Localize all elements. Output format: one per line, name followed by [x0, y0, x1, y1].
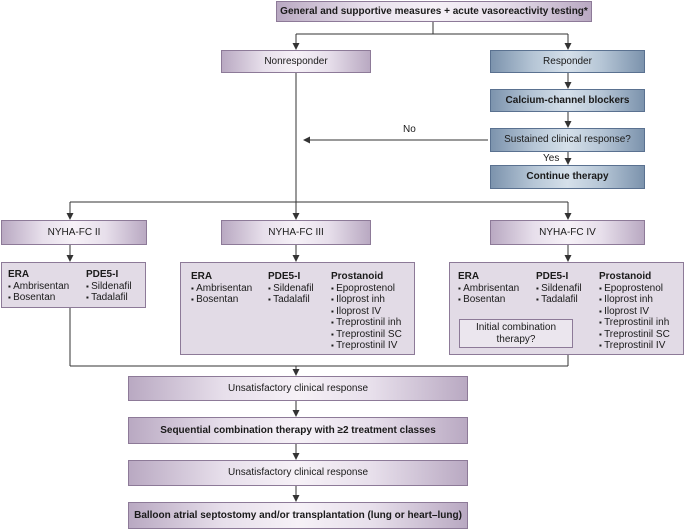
- panel-iii-pde5: PDE5-I Sildenafil Tadalafil: [268, 271, 314, 306]
- pde5-heading: PDE5-I: [536, 271, 569, 282]
- nyha-fc-iv-box: NYHA-FC IV: [490, 220, 645, 245]
- drug-item: Treprostinil inh: [331, 317, 402, 329]
- pde5-heading: PDE5-I: [86, 269, 119, 280]
- era-heading: ERA: [8, 269, 30, 280]
- drug-item: Tadalafil: [86, 292, 132, 304]
- drug-item: Iloprost inh: [331, 294, 402, 306]
- drug-item: Treprostinil IV: [331, 340, 402, 352]
- panel-ii-era: ERA Ambrisentan Bosentan: [8, 269, 69, 304]
- prostanoid-heading: Prostanoid: [599, 271, 652, 282]
- drug-item: Treprostinil IV: [599, 340, 670, 352]
- drug-item: Tadalafil: [268, 294, 314, 306]
- drug-item: Treprostinil SC: [331, 329, 402, 341]
- acute-vasoreactivity-box: General and supportive measures + acute …: [276, 1, 592, 22]
- era-heading: ERA: [191, 271, 213, 282]
- panel-ii-pde5: PDE5-I Sildenafil Tadalafil: [86, 269, 132, 304]
- nyha-fc-iii-box: NYHA-FC III: [221, 220, 371, 245]
- responder-box: Responder: [490, 50, 645, 73]
- sustained-response-box: Sustained clinical response?: [490, 128, 645, 152]
- pde5-heading: PDE5-I: [268, 271, 301, 282]
- drug-item: Ambrisentan: [458, 283, 519, 295]
- drug-item: Tadalafil: [536, 294, 582, 306]
- drug-item: Epoprostenol: [331, 283, 402, 295]
- panel-iv-prostanoid: Prostanoid Epoprostenol Iloprost inh Ilo…: [599, 271, 670, 352]
- drug-item: Ambrisentan: [191, 283, 252, 295]
- yes-label: Yes: [543, 153, 560, 164]
- balloon-septostomy-box: Balloon atrial septostomy and/or transpl…: [128, 502, 468, 529]
- drug-item: Sildenafil: [86, 281, 132, 293]
- drug-item: Treprostinil SC: [599, 329, 670, 341]
- panel-nyha-iv: ERA Ambrisentan Bosentan PDE5-I Sildenaf…: [449, 262, 684, 355]
- drug-item: Epoprostenol: [599, 283, 670, 295]
- nonresponder-box: Nonresponder: [221, 50, 371, 73]
- panel-iv-pde5: PDE5-I Sildenafil Tadalafil: [536, 271, 582, 306]
- drug-item: Sildenafil: [268, 283, 314, 295]
- no-label: No: [403, 124, 416, 135]
- initial-combination-therapy-box: Initial combination therapy?: [459, 319, 573, 348]
- sequential-combination-box: Sequential combination therapy with ≥2 t…: [128, 417, 468, 444]
- drug-item: Treprostinil inh: [599, 317, 670, 329]
- panel-iii-era: ERA Ambrisentan Bosentan: [191, 271, 252, 306]
- drug-item: Iloprost IV: [599, 306, 670, 318]
- drug-item: Iloprost IV: [331, 306, 402, 318]
- unsatisfactory-response-box-1: Unsatisfactory clinical response: [128, 376, 468, 401]
- prostanoid-heading: Prostanoid: [331, 271, 384, 282]
- panel-nyha-ii: ERA Ambrisentan Bosentan PDE5-I Sildenaf…: [1, 262, 146, 308]
- drug-item: Bosentan: [191, 294, 252, 306]
- panel-iv-era: ERA Ambrisentan Bosentan: [458, 271, 519, 306]
- drug-item: Sildenafil: [536, 283, 582, 295]
- nyha-fc-ii-box: NYHA-FC II: [1, 220, 147, 245]
- drug-item: Bosentan: [8, 292, 69, 304]
- unsatisfactory-response-box-2: Unsatisfactory clinical response: [128, 460, 468, 486]
- calcium-channel-blockers-box: Calcium-channel blockers: [490, 89, 645, 112]
- drug-item: Ambrisentan: [8, 281, 69, 293]
- drug-item: Bosentan: [458, 294, 519, 306]
- continue-therapy-box: Continue therapy: [490, 165, 645, 189]
- era-heading: ERA: [458, 271, 480, 282]
- drug-item: Iloprost inh: [599, 294, 670, 306]
- panel-iii-prostanoid: Prostanoid Epoprostenol Iloprost inh Ilo…: [331, 271, 402, 352]
- panel-nyha-iii: ERA Ambrisentan Bosentan PDE5-I Sildenaf…: [180, 262, 415, 355]
